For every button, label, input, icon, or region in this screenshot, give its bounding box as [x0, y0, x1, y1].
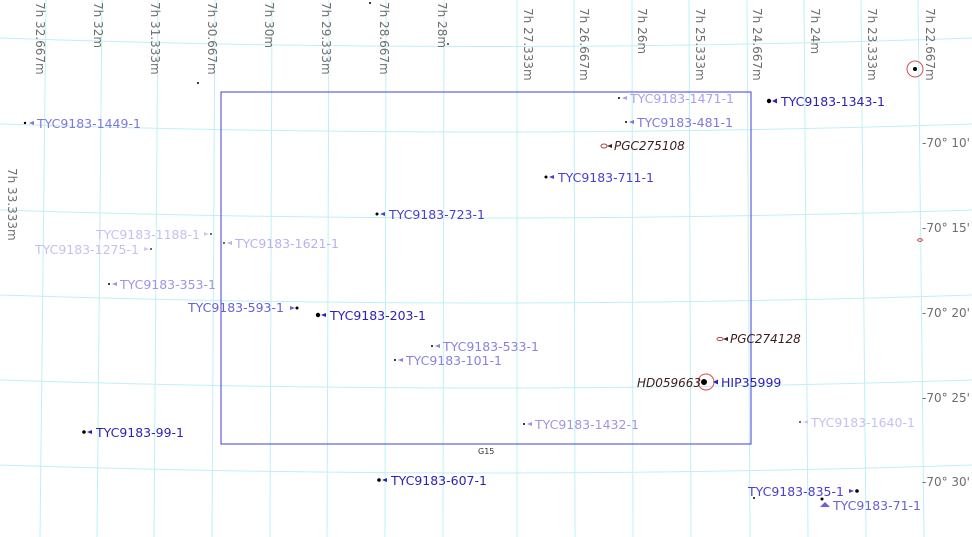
ra-labels: 7h 32.667m 7h 32m 7h 31.333m 7h 30.667m … — [5, 2, 937, 241]
star-label: TYC9183-99-1 — [95, 425, 184, 440]
star-marker[interactable]: TYC9183-99-1 — [82, 425, 184, 440]
star-label: TYC9183-723-1 — [388, 207, 485, 222]
bright-star-circle[interactable] — [906, 60, 924, 78]
ra-label: 7h 32.667m — [33, 2, 47, 75]
star-marker[interactable]: HIP35999 HD059663 — [637, 373, 781, 391]
ra-label: 7h 30.667m — [205, 2, 219, 75]
dec-labels: -70° 10' -70° 15' -70° 20' -70° 25' -70°… — [922, 136, 970, 489]
star-marker[interactable]: TYC9183-593-1 — [187, 300, 299, 315]
star-label: TYC9183-835-1 — [747, 484, 844, 499]
ra-label: 7h 31.333m — [148, 2, 162, 75]
ra-label: 7h 24.667m — [750, 8, 764, 81]
star-marker[interactable]: TYC9183-1343-1 — [766, 94, 885, 109]
unlabeled-stars — [197, 2, 755, 499]
ra-label: 7h 24m — [808, 8, 822, 54]
star-marker[interactable]: TYC9183-607-1 — [377, 473, 487, 488]
star-marker[interactable]: TYC9183-1432-1 — [523, 417, 639, 432]
star-marker[interactable]: TYC9183-101-1 — [394, 353, 502, 368]
star-label: TYC9183-481-1 — [636, 115, 733, 130]
ra-label: 7h 27.333m — [521, 8, 535, 81]
star-marker[interactable]: TYC9183-1188-1 — [95, 227, 212, 242]
star-marker[interactable]: TYC9183-1640-1 — [799, 415, 915, 430]
star-label: TYC9183-1471-1 — [629, 91, 734, 106]
galaxy-label: PGC275108 — [614, 139, 685, 153]
ra-label: 7h 26.667m — [577, 8, 591, 81]
star-label: TYC9183-101-1 — [405, 353, 502, 368]
star-label: TYC9183-71-1 — [832, 498, 921, 513]
star-marker[interactable]: TYC9183-1621-1 — [223, 236, 339, 251]
star-marker[interactable]: TYC9183-203-1 — [315, 308, 426, 323]
galaxy-marker[interactable]: PGC274128 — [716, 332, 801, 346]
star-label: HIP35999 — [721, 375, 781, 390]
star-marker[interactable]: TYC9183-71-1 — [820, 497, 921, 514]
star-marker[interactable]: TYC9183-533-1 — [431, 339, 539, 354]
stars: TYC9183-1343-1 TYC9183-1449-1 TYC9183-14… — [23, 91, 921, 514]
star-label: TYC9183-1188-1 — [95, 227, 200, 242]
fov-frame — [220, 91, 752, 445]
star-marker[interactable]: TYC9183-353-1 — [108, 277, 216, 292]
ra-label: 7h 33.333m — [5, 168, 19, 241]
ra-label: 7h 25.333m — [693, 8, 707, 81]
dec-label: -70° 20' — [922, 306, 970, 320]
star-marker[interactable]: TYC9183-723-1 — [375, 207, 485, 222]
star-label: TYC9183-1640-1 — [810, 415, 915, 430]
star-label: TYC9183-353-1 — [119, 277, 216, 292]
star-label: TYC9183-203-1 — [329, 308, 426, 323]
ra-label: 7h 29.333m — [319, 2, 333, 75]
star-label: TYC9183-607-1 — [390, 473, 487, 488]
ra-label: 7h 26m — [635, 8, 649, 54]
ra-label: 7h 23.333m — [865, 8, 879, 81]
ra-label: 7h 32m — [91, 2, 105, 48]
star-label: TYC9183-1275-1 — [34, 242, 139, 257]
star-marker[interactable]: TYC9183-835-1 — [747, 484, 859, 499]
galaxy-marker-small[interactable] — [917, 238, 923, 242]
ra-label: 7h 28.667m — [377, 2, 391, 75]
fov-label: G15 — [478, 447, 494, 456]
ra-label: 7h 30m — [262, 2, 276, 48]
star-label: TYC9183-1343-1 — [780, 94, 885, 109]
star-label: TYC9183-593-1 — [187, 300, 284, 315]
galaxy-label: PGC274128 — [730, 332, 801, 346]
dec-label: -70° 10' — [922, 136, 970, 150]
star-label: TYC9183-1621-1 — [234, 236, 339, 251]
star-marker[interactable]: TYC9183-1471-1 — [618, 91, 734, 106]
galaxies: PGC275108 PGC274128 — [600, 139, 923, 346]
hd-label: HD059663 — [637, 376, 701, 390]
star-label: TYC9183-1432-1 — [534, 417, 639, 432]
dec-label: -70° 30' — [922, 475, 970, 489]
star-marker[interactable]: TYC9183-711-1 — [544, 170, 654, 185]
star-label: TYC9183-1449-1 — [36, 116, 141, 131]
star-label: TYC9183-533-1 — [442, 339, 539, 354]
galaxy-marker[interactable]: PGC275108 — [600, 139, 685, 153]
ra-label: 7h 22.667m — [923, 8, 937, 81]
dec-label: -70° 15' — [922, 221, 970, 235]
ra-label: 7h 28m — [435, 2, 449, 48]
star-marker[interactable]: TYC9183-481-1 — [625, 115, 733, 130]
dec-label: -70° 25' — [922, 391, 970, 405]
star-marker[interactable]: TYC9183-1275-1 — [34, 242, 152, 257]
star-marker[interactable]: TYC9183-1449-1 — [23, 116, 141, 131]
star-label: TYC9183-711-1 — [557, 170, 654, 185]
